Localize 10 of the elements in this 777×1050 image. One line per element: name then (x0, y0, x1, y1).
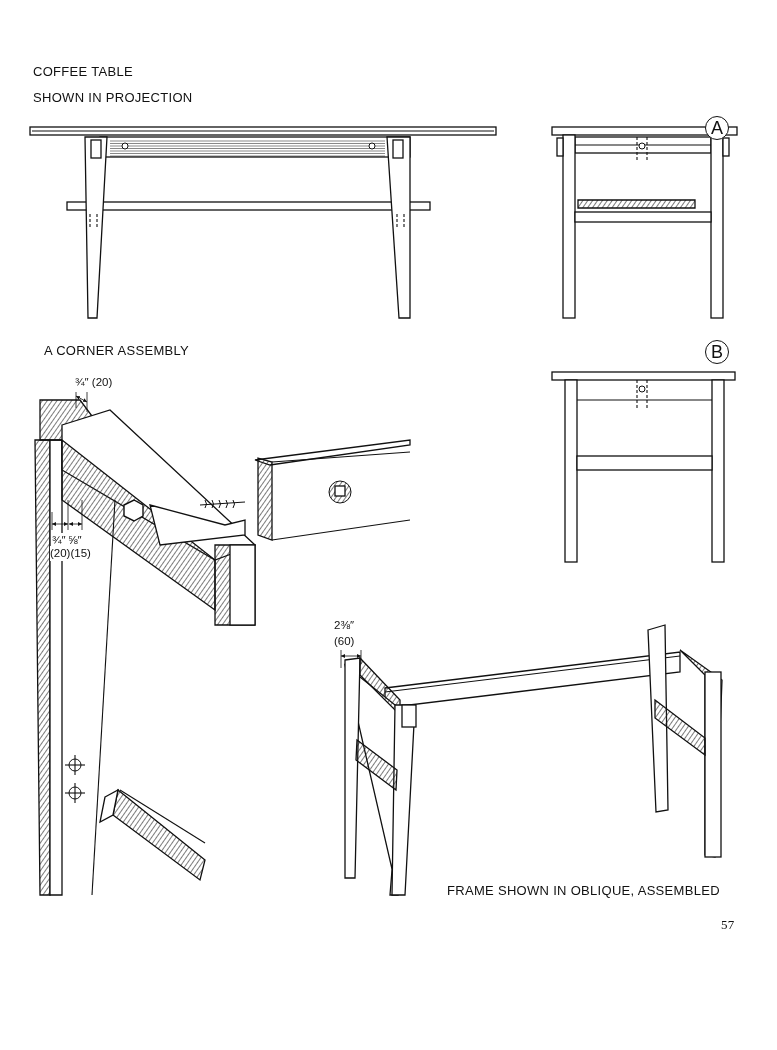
caption: FRAME SHOWN IN OBLIQUE, ASSEMBLED (447, 883, 720, 898)
page-number: 57 (721, 917, 735, 932)
caption: A CORNER ASSEMBLY (44, 343, 189, 358)
view-marker: B (705, 340, 729, 364)
dimension-label: (20)(15) (50, 546, 91, 561)
title: COFFEE TABLE (33, 64, 133, 79)
view-marker: A (705, 116, 729, 140)
dimension-label: ¾″ (20) (75, 375, 113, 390)
caption: SHOWN IN PROJECTION (33, 90, 193, 105)
dimension-label: (60) (334, 634, 355, 649)
